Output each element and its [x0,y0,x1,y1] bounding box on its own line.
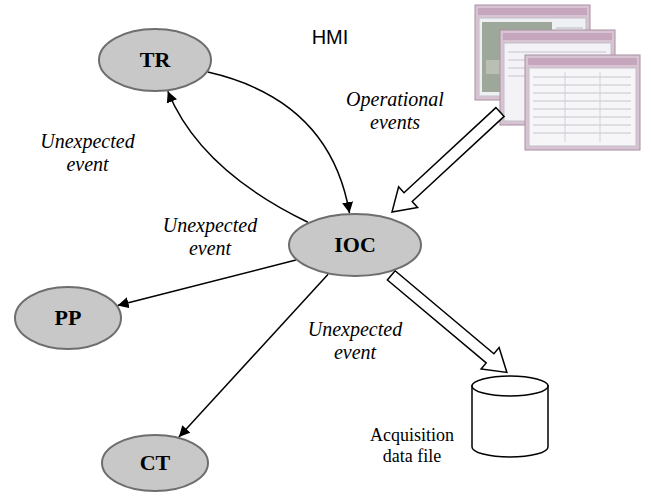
cylinder-outline [470,375,550,457]
edge-label: Operational events [340,88,450,134]
edge-label: Unexpected event [160,214,260,260]
edge-label: Unexpected event [30,130,145,176]
process-ellipse: TR [97,27,213,93]
node-text-holder: CT [100,433,210,493]
node-label: PP [55,305,82,331]
node-label: TR [140,47,171,73]
data-file-cylinder: Acquisition data file [470,375,550,457]
event-arrow [168,91,308,222]
screenshot-windows [475,5,640,150]
event-arrow [118,260,296,305]
process-ellipse: PP [13,285,123,351]
node-text-holder: PP [13,285,123,351]
node-text-holder: IOC [287,212,423,278]
process-ellipse: IOC [287,212,423,278]
process-ellipse: CT [100,433,210,493]
edge-label: Unexpected event [300,318,410,364]
event-arrow [208,72,350,213]
node-label: CT [140,450,171,476]
hmi-label: HMI [300,26,360,49]
node-label: IOC [334,232,376,258]
node-label: Acquisition data file [358,425,466,466]
node-text-holder: TR [97,27,213,93]
